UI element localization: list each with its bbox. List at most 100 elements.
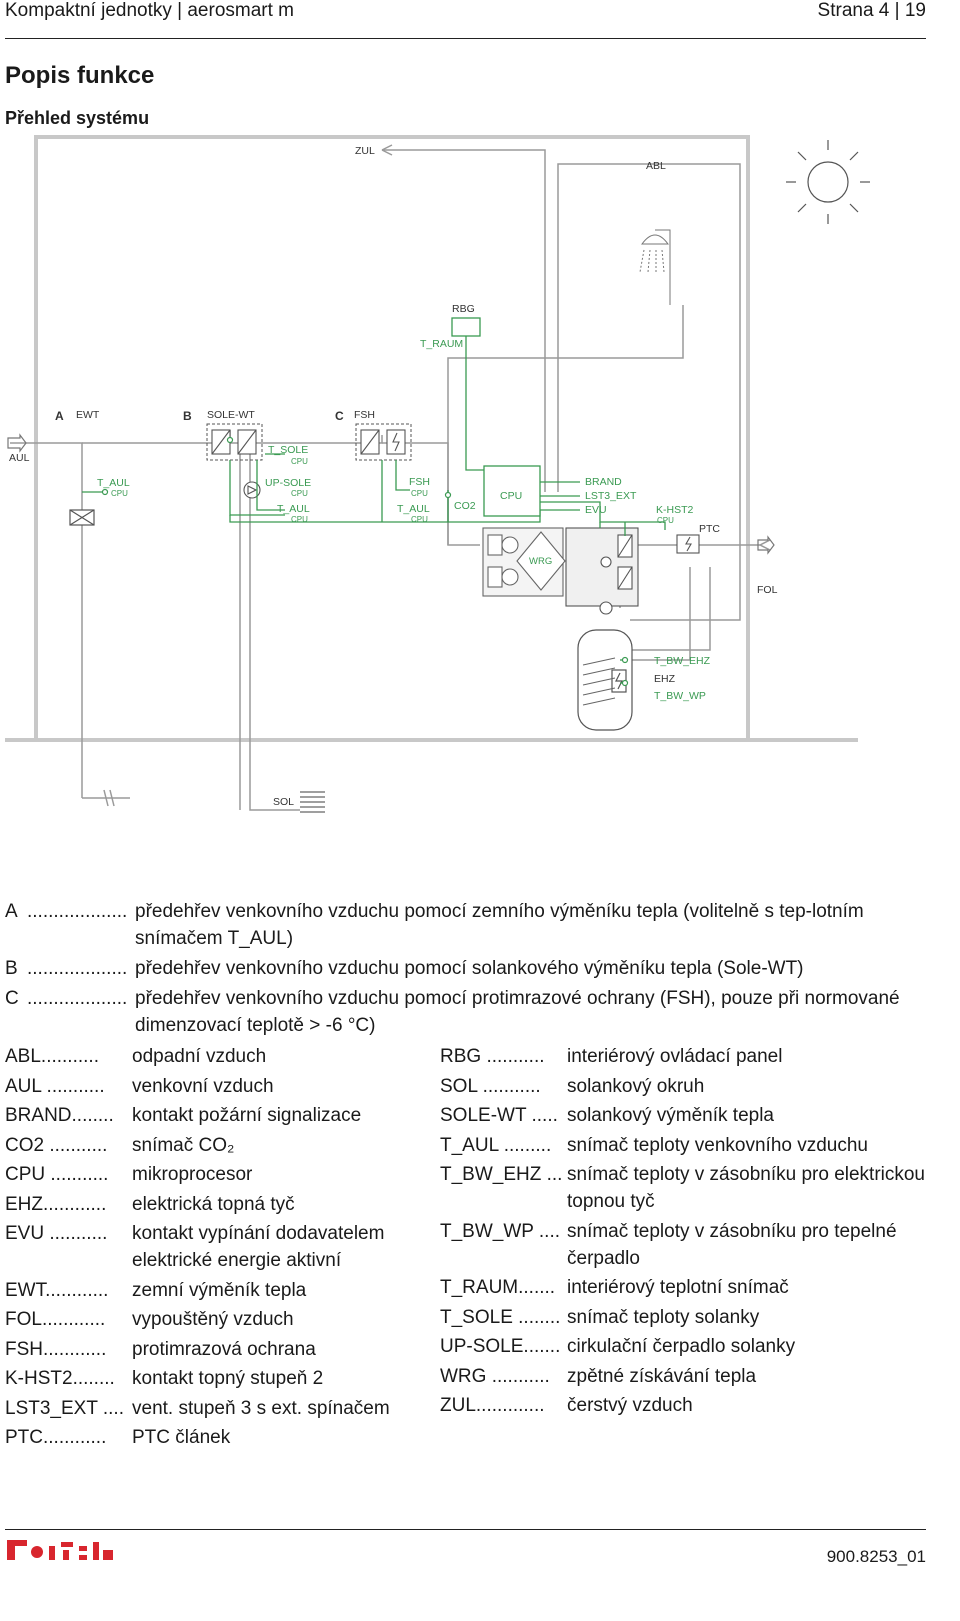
glossary-term: T_BW_WP .... bbox=[440, 1220, 561, 1242]
glossary-definition: interiérový teplotní snímač bbox=[567, 1277, 789, 1298]
glossary-term: CPU ........... bbox=[5, 1164, 109, 1185]
label-t-bw-ehz: T_BW_EHZ bbox=[654, 655, 711, 667]
glossary-term: BRAND........ bbox=[5, 1105, 114, 1126]
glossary-term: FOL............ bbox=[5, 1309, 106, 1330]
glossary-definition: snímač teploty solanky bbox=[567, 1306, 760, 1328]
glossary-definition: snímač teploty v zásobníku pro elektrick… bbox=[567, 1164, 926, 1212]
glossary-row: T_RAUM....... interiérový teplotní snímač bbox=[440, 1274, 930, 1301]
wrg-unit bbox=[482, 527, 566, 597]
option-label: B bbox=[5, 958, 18, 979]
header-document-title: Kompaktní jednotky | aerosmart m bbox=[5, 0, 294, 21]
label-co2: CO2 bbox=[454, 500, 476, 512]
option-row: B ................... předehřev venkovní… bbox=[5, 955, 925, 982]
header-page-number: Strana 4 | 19 bbox=[817, 0, 926, 21]
glossary-term: LST3_EXT .... bbox=[5, 1397, 124, 1419]
glossary-definition: venkovní vzduch bbox=[132, 1075, 274, 1097]
glossary-row: SOL ........... solankový okruh bbox=[440, 1073, 930, 1100]
glossary-definition: snímač teploty venkovního vzduchu bbox=[567, 1134, 869, 1156]
control-wiring bbox=[82, 317, 666, 684]
fol-arrow bbox=[757, 535, 775, 555]
option-label: C bbox=[5, 988, 19, 1009]
glossary-definition: cirkulační čerpadlo solanky bbox=[567, 1336, 796, 1357]
label-cpu-khst2: CPU bbox=[657, 516, 674, 525]
glossary-definition: kontakt topný stupeň 2 bbox=[132, 1368, 324, 1389]
sensor-dots bbox=[101, 436, 629, 687]
label-ewt: EWT bbox=[76, 409, 100, 421]
label-cpu-taulb: CPU bbox=[291, 515, 308, 524]
pump-icon bbox=[243, 481, 261, 499]
label-cpu-tsole: CPU bbox=[291, 457, 308, 466]
glossary-definition: kontakt požární signalizace bbox=[132, 1105, 362, 1126]
glossary-term: EWT............ bbox=[5, 1279, 109, 1301]
label-cpu-a: CPU bbox=[111, 489, 128, 498]
option-dots: ................... bbox=[27, 988, 128, 1009]
label-t-aul-a: T_AUL bbox=[97, 477, 130, 489]
option-row: C ................... předehřev venkovní… bbox=[5, 985, 925, 1039]
label-t-aul-b: T_AUL bbox=[277, 503, 310, 515]
glossary-term: EHZ............ bbox=[5, 1193, 107, 1215]
label-cpu-fsh: CPU bbox=[411, 489, 428, 498]
label-t-bw-wp: T_BW_WP bbox=[654, 690, 706, 702]
label-k-hst2: K-HST2 bbox=[656, 504, 694, 516]
glossary-term: EVU ........... bbox=[5, 1223, 108, 1244]
glossary-row: T_BW_EHZ ...snímač teploty v zásobníku p… bbox=[440, 1161, 930, 1215]
label-cpu-box: CPU bbox=[500, 490, 522, 502]
glossary-row: CO2 ...........snímač CO₂ bbox=[5, 1132, 435, 1159]
label-lst3-ext: LST3_EXT bbox=[585, 490, 637, 502]
option-text: předehřev venkovního vzduchu pomocí prot… bbox=[135, 988, 900, 1036]
glossary-term: ABL........... bbox=[5, 1046, 99, 1067]
tank-coil bbox=[582, 657, 616, 706]
glossary-definition: odpadní vzduch bbox=[132, 1046, 267, 1067]
section-title: Popis funkce bbox=[5, 62, 155, 89]
glossary-row: EVU ...........kontakt vypínání dodavate… bbox=[5, 1220, 435, 1274]
label-wrg: WRG bbox=[529, 556, 552, 567]
glossary-term: ZUL............. bbox=[440, 1395, 545, 1416]
label-ehz: EHZ bbox=[654, 673, 676, 685]
glossary-row: BRAND........ kontakt požární signalizace bbox=[5, 1102, 435, 1129]
label-b: B bbox=[183, 409, 192, 423]
air-ducts bbox=[10, 144, 771, 811]
glossary-left: ABL........... odpadní vzduch AUL .......… bbox=[5, 1043, 435, 1454]
glossary-term: PTC............ bbox=[5, 1427, 107, 1448]
label-brand: BRAND bbox=[585, 476, 622, 488]
sun-icon bbox=[786, 140, 870, 224]
glossary-definition: vypouštěný vzduch bbox=[132, 1309, 294, 1330]
glossary-definition: solankový okruh bbox=[567, 1075, 705, 1097]
ewt-valve bbox=[69, 509, 95, 526]
glossary-definition: protimrazová ochrana bbox=[132, 1338, 316, 1360]
label-zul: ZUL bbox=[355, 145, 375, 157]
shower-icon bbox=[639, 229, 671, 305]
glossary-term: SOLE-WT ..... bbox=[440, 1105, 558, 1126]
heat-exchanger-icons bbox=[211, 429, 406, 455]
glossary-row: T_BW_WP ....snímač teploty v zásobníku p… bbox=[440, 1218, 930, 1272]
glossary-row: ABL........... odpadní vzduch bbox=[5, 1043, 435, 1070]
sole-wt-box bbox=[206, 423, 412, 461]
glossary-term: K-HST2........ bbox=[5, 1368, 115, 1389]
glossary-right: RBG ...........interiérový ovládací pane… bbox=[440, 1043, 930, 1422]
glossary-definition: solankový výměník tepla bbox=[567, 1105, 774, 1126]
label-cpu-upsole: CPU bbox=[291, 489, 308, 498]
glossary-term: T_AUL ......... bbox=[440, 1134, 552, 1156]
glossary-term: SOL ........... bbox=[440, 1075, 541, 1097]
glossary-term: FSH............ bbox=[5, 1338, 107, 1360]
glossary-term: WRG ........... bbox=[440, 1365, 550, 1387]
label-fsh-sensor: FSH bbox=[409, 476, 430, 488]
glossary-definition: mikroprocesor bbox=[132, 1164, 253, 1185]
glossary-row: ZUL............. čerstvý vzduch bbox=[440, 1392, 930, 1419]
label-a: A bbox=[55, 409, 64, 423]
glossary-definition: čerstvý vzduch bbox=[567, 1395, 693, 1416]
company-logo bbox=[7, 1540, 113, 1560]
aul-arrow bbox=[7, 433, 27, 453]
label-t-aul-c: T_AUL bbox=[397, 503, 430, 515]
option-text: předehřev venkovního vzduchu pomocí sola… bbox=[135, 958, 804, 979]
glossary-row: PTC............PTC článek bbox=[5, 1424, 435, 1451]
label-rbg: RBG bbox=[452, 303, 475, 315]
glossary-row: AUL ...........venkovní vzduch bbox=[5, 1073, 435, 1100]
glossary-row: LST3_EXT ....vent. stupeň 3 s ext. spína… bbox=[5, 1395, 435, 1422]
glossary-row: T_SOLE ........snímač teploty solanky bbox=[440, 1304, 930, 1331]
label-abl: ABL bbox=[646, 160, 666, 172]
glossary-definition: snímač CO₂ bbox=[132, 1134, 235, 1156]
glossary-row: FOL............ vypouštěný vzduch bbox=[5, 1306, 435, 1333]
glossary-term: T_RAUM....... bbox=[440, 1277, 556, 1298]
label-fol: FOL bbox=[757, 584, 778, 596]
